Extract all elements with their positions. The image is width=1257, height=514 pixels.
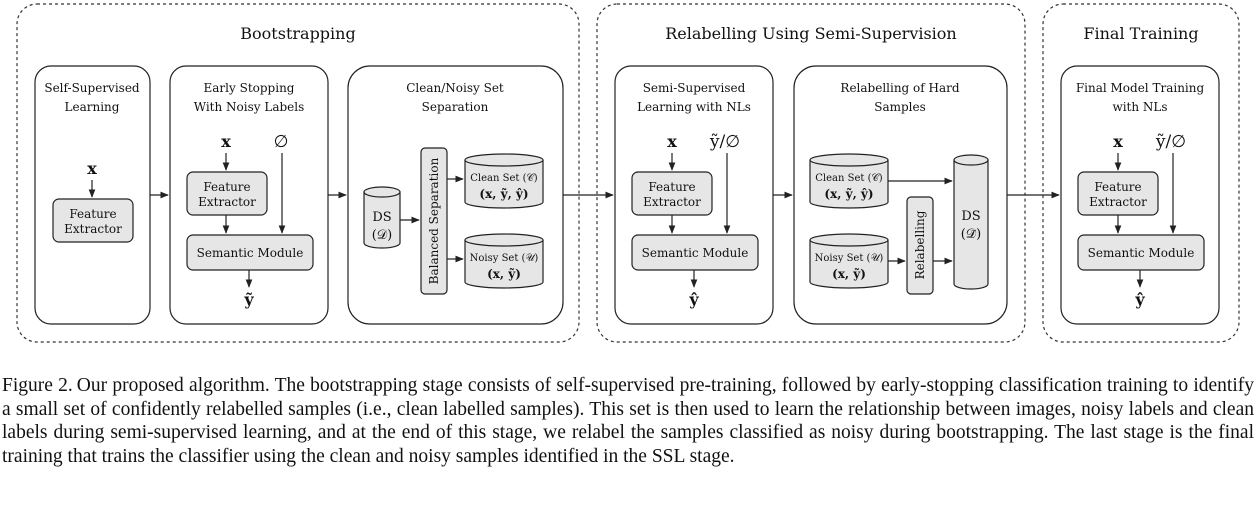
clean-set-cylinder [809, 153, 889, 209]
ds-cylinder [363, 186, 401, 249]
ds-set: (𝒟̃) [961, 227, 982, 242]
input-x: x [221, 132, 231, 151]
panel-title-separation: Clean/Noisy Set [406, 81, 504, 95]
stage-final [1042, 3, 1240, 343]
figure-caption: Figure 2.Our proposed algorithm. The boo… [2, 374, 1254, 468]
stage-bootstrapping [16, 3, 580, 343]
feature-extractor-box [186, 171, 268, 216]
feature-extractor-label: Feature [69, 207, 116, 221]
input-label: ỹ/∅ [1155, 132, 1186, 152]
semantic-module-box [186, 234, 314, 271]
panel-title-hard-samples-l2: Samples [874, 100, 926, 114]
stage-relabelling [596, 3, 1026, 343]
panel-title-separation-l2: Separation [422, 100, 489, 114]
relabelling-label: Relabelling [913, 210, 927, 279]
feature-extractor-label-l2: Extractor [1089, 195, 1147, 209]
panel-title-self-supervised-l2: Learning [65, 100, 120, 114]
feature-extractor-label-l2: Extractor [198, 195, 256, 209]
feature-extractor-label: Feature [1094, 180, 1141, 194]
panel-title-early-stopping: Early Stopping [204, 81, 295, 95]
output-y-hat: ŷ [688, 290, 699, 309]
balanced-separation-box [420, 147, 448, 295]
output-y-tilde: ỹ [243, 290, 254, 309]
ds-set: (𝒟) [372, 228, 393, 243]
semantic-module-box [1077, 234, 1205, 271]
semantic-module-label: Semantic Module [1088, 246, 1195, 260]
feature-extractor-box [52, 198, 134, 243]
caption-label: Figure 2. [2, 375, 73, 396]
feature-extractor-label-l2: Extractor [64, 222, 122, 236]
ds-label: DS [961, 209, 980, 224]
stage-title-relabelling: Relabelling Using Semi-Supervision [665, 24, 956, 43]
input-x: x [1113, 132, 1123, 151]
input-x: x [87, 159, 97, 178]
ds-label: DS [372, 210, 391, 225]
algorithm-diagram: Bootstrapping Self-Supervised Learning x… [16, 3, 1240, 343]
input-label-empty: ∅ [274, 132, 289, 152]
noisy-set-cylinder [464, 233, 544, 289]
clean-set-vars: (x, ỹ, ŷ) [824, 187, 873, 201]
output-y-hat: ŷ [1134, 290, 1145, 309]
input-x: x [667, 132, 677, 151]
panel-title-final-model: Final Model Training [1076, 81, 1205, 95]
stage-title-bootstrapping: Bootstrapping [240, 24, 355, 43]
feature-extractor-label: Feature [648, 180, 695, 194]
balanced-separation-label: Balanced Separation [427, 157, 441, 284]
feature-extractor-label: Feature [203, 180, 250, 194]
semantic-module-box [631, 234, 759, 271]
panel-title-semi-supervised-l2: Learning with NLs [637, 100, 751, 114]
panel-title-self-supervised: Self-Supervised [44, 81, 140, 95]
panel-title-hard-samples: Relabelling of Hard [840, 81, 959, 95]
feature-extractor-label-l2: Extractor [643, 195, 701, 209]
noisy-set-label: Noisy Set (𝒰) [815, 253, 884, 264]
panel-title-semi-supervised: Semi-Supervised [643, 81, 746, 95]
clean-set-cylinder [464, 153, 544, 209]
clean-set-vars: (x, ỹ, ŷ) [479, 187, 528, 201]
panel-title-final-model-l2: with NLs [1112, 100, 1167, 114]
input-label: ỹ/∅ [709, 132, 740, 152]
caption-text: Our proposed algorithm. The bootstrappin… [2, 375, 1254, 467]
stage-title-final: Final Training [1083, 24, 1198, 43]
noisy-set-label: Noisy Set (𝒰) [470, 253, 539, 264]
ds-tilde-cylinder [953, 154, 989, 290]
clean-set-label: Clean Set (𝒞) [470, 173, 538, 184]
clean-set-label: Clean Set (𝒞) [815, 173, 883, 184]
panel-title-early-stopping-l2: With Noisy Labels [194, 100, 305, 114]
noisy-set-vars: (x, ỹ) [832, 267, 866, 281]
semantic-module-label: Semantic Module [197, 246, 304, 260]
semantic-module-label: Semantic Module [642, 246, 749, 260]
relabelling-box [906, 196, 934, 295]
noisy-set-cylinder [809, 233, 889, 289]
noisy-set-vars: (x, ỹ) [487, 267, 521, 281]
